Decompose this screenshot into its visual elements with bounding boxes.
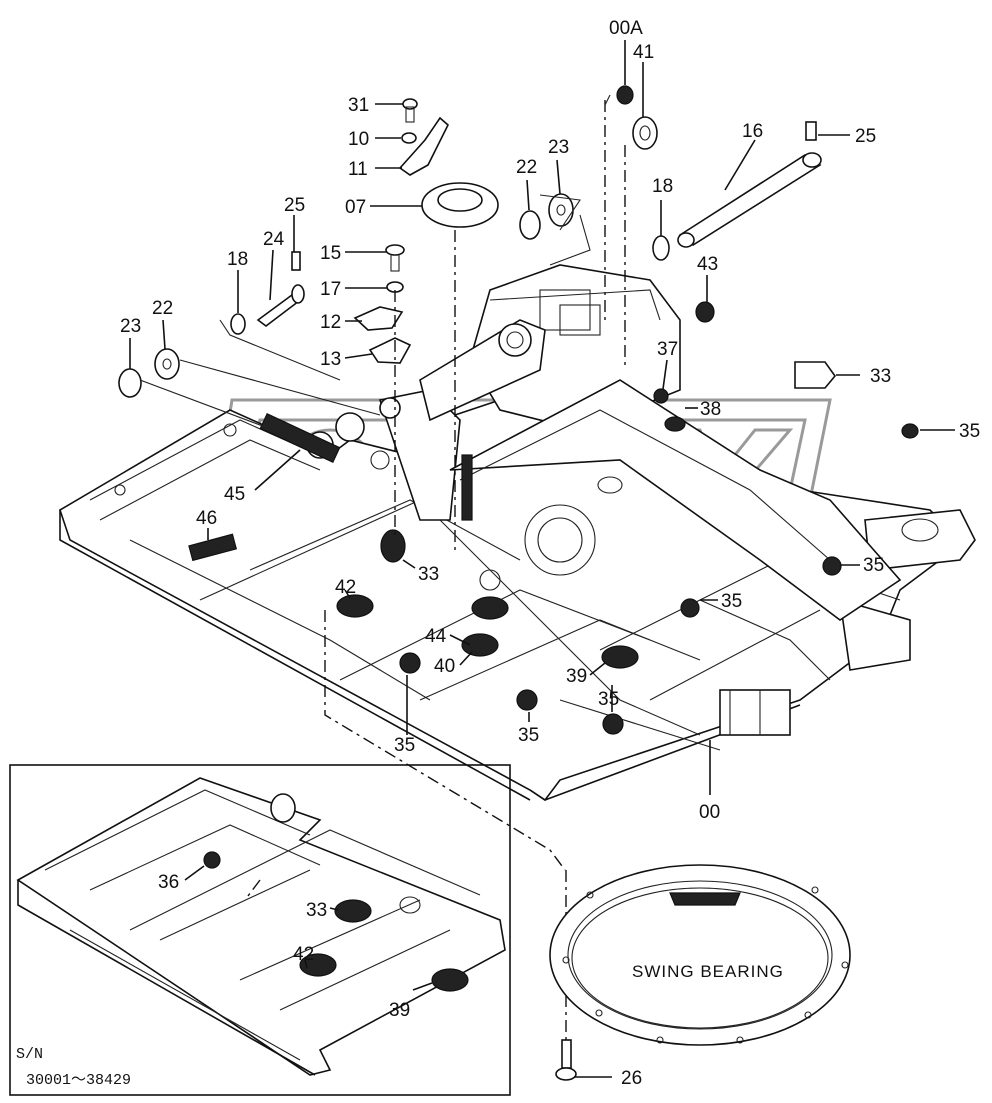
callout-00a: 00A: [609, 18, 643, 39]
callout-11: 11: [348, 159, 368, 180]
callout-18a: 18: [652, 176, 673, 197]
callout-22a: 22: [516, 157, 537, 178]
callout-23a: 23: [548, 137, 569, 158]
callout-42a: 42: [335, 577, 356, 598]
callout-36: 36: [158, 872, 179, 893]
callout-33c: 33: [306, 900, 327, 921]
callout-07: 07: [345, 197, 366, 218]
swing-bearing: [549, 864, 851, 1081]
callout-25a: 25: [855, 126, 876, 147]
callout-12: 12: [320, 312, 341, 333]
callout-40: 40: [434, 656, 455, 677]
callout-10: 10: [348, 129, 369, 150]
callout-43: 43: [697, 254, 718, 275]
callout-35f: 35: [394, 735, 415, 756]
callout-33a: 33: [870, 366, 891, 387]
callout-17: 17: [320, 279, 341, 300]
callout-15: 15: [320, 243, 341, 264]
callout-24: 24: [263, 229, 285, 250]
inset-panel: [9, 764, 511, 1096]
callout-42b: 42: [293, 944, 314, 965]
callout-35e: 35: [518, 725, 539, 746]
callout-00: 00: [699, 802, 720, 823]
bar-46: [188, 533, 238, 562]
callout-46: 46: [196, 508, 217, 529]
callout-35c: 35: [721, 591, 742, 612]
guide-lines: [139, 94, 831, 1050]
inset-serial-range: 30001～38429: [26, 1072, 131, 1089]
callout-35b: 35: [863, 555, 884, 576]
callout-26: 26: [621, 1068, 642, 1089]
leader-lines: [129, 40, 955, 1078]
callout-22b: 22: [152, 298, 173, 319]
callout-35d: 35: [598, 689, 619, 710]
callout-16: 16: [742, 121, 763, 142]
callout-33b: 33: [418, 564, 439, 585]
callout-31: 31: [348, 95, 369, 116]
callout-38: 38: [700, 399, 721, 420]
callout-39b: 39: [389, 1000, 410, 1021]
callout-45: 45: [224, 484, 245, 505]
callout-37: 37: [657, 339, 678, 360]
callout-41: 41: [633, 42, 654, 63]
callout-labels: 00A 41 31 10 11 16 25 23 22 07 25 18 24 …: [120, 18, 980, 1089]
inset-serial-label: S/N: [16, 1046, 43, 1063]
bar-45: [259, 413, 341, 463]
callout-18b: 18: [227, 249, 248, 270]
callout-23b: 23: [120, 316, 141, 337]
callout-39a: 39: [566, 666, 587, 687]
callout-35a: 35: [959, 421, 980, 442]
boom-bracket: [306, 264, 902, 621]
callout-25b: 25: [284, 195, 305, 216]
callout-13: 13: [320, 349, 341, 370]
swing-bearing-label: SWING BEARING: [632, 962, 784, 981]
callout-44: 44: [425, 626, 447, 647]
